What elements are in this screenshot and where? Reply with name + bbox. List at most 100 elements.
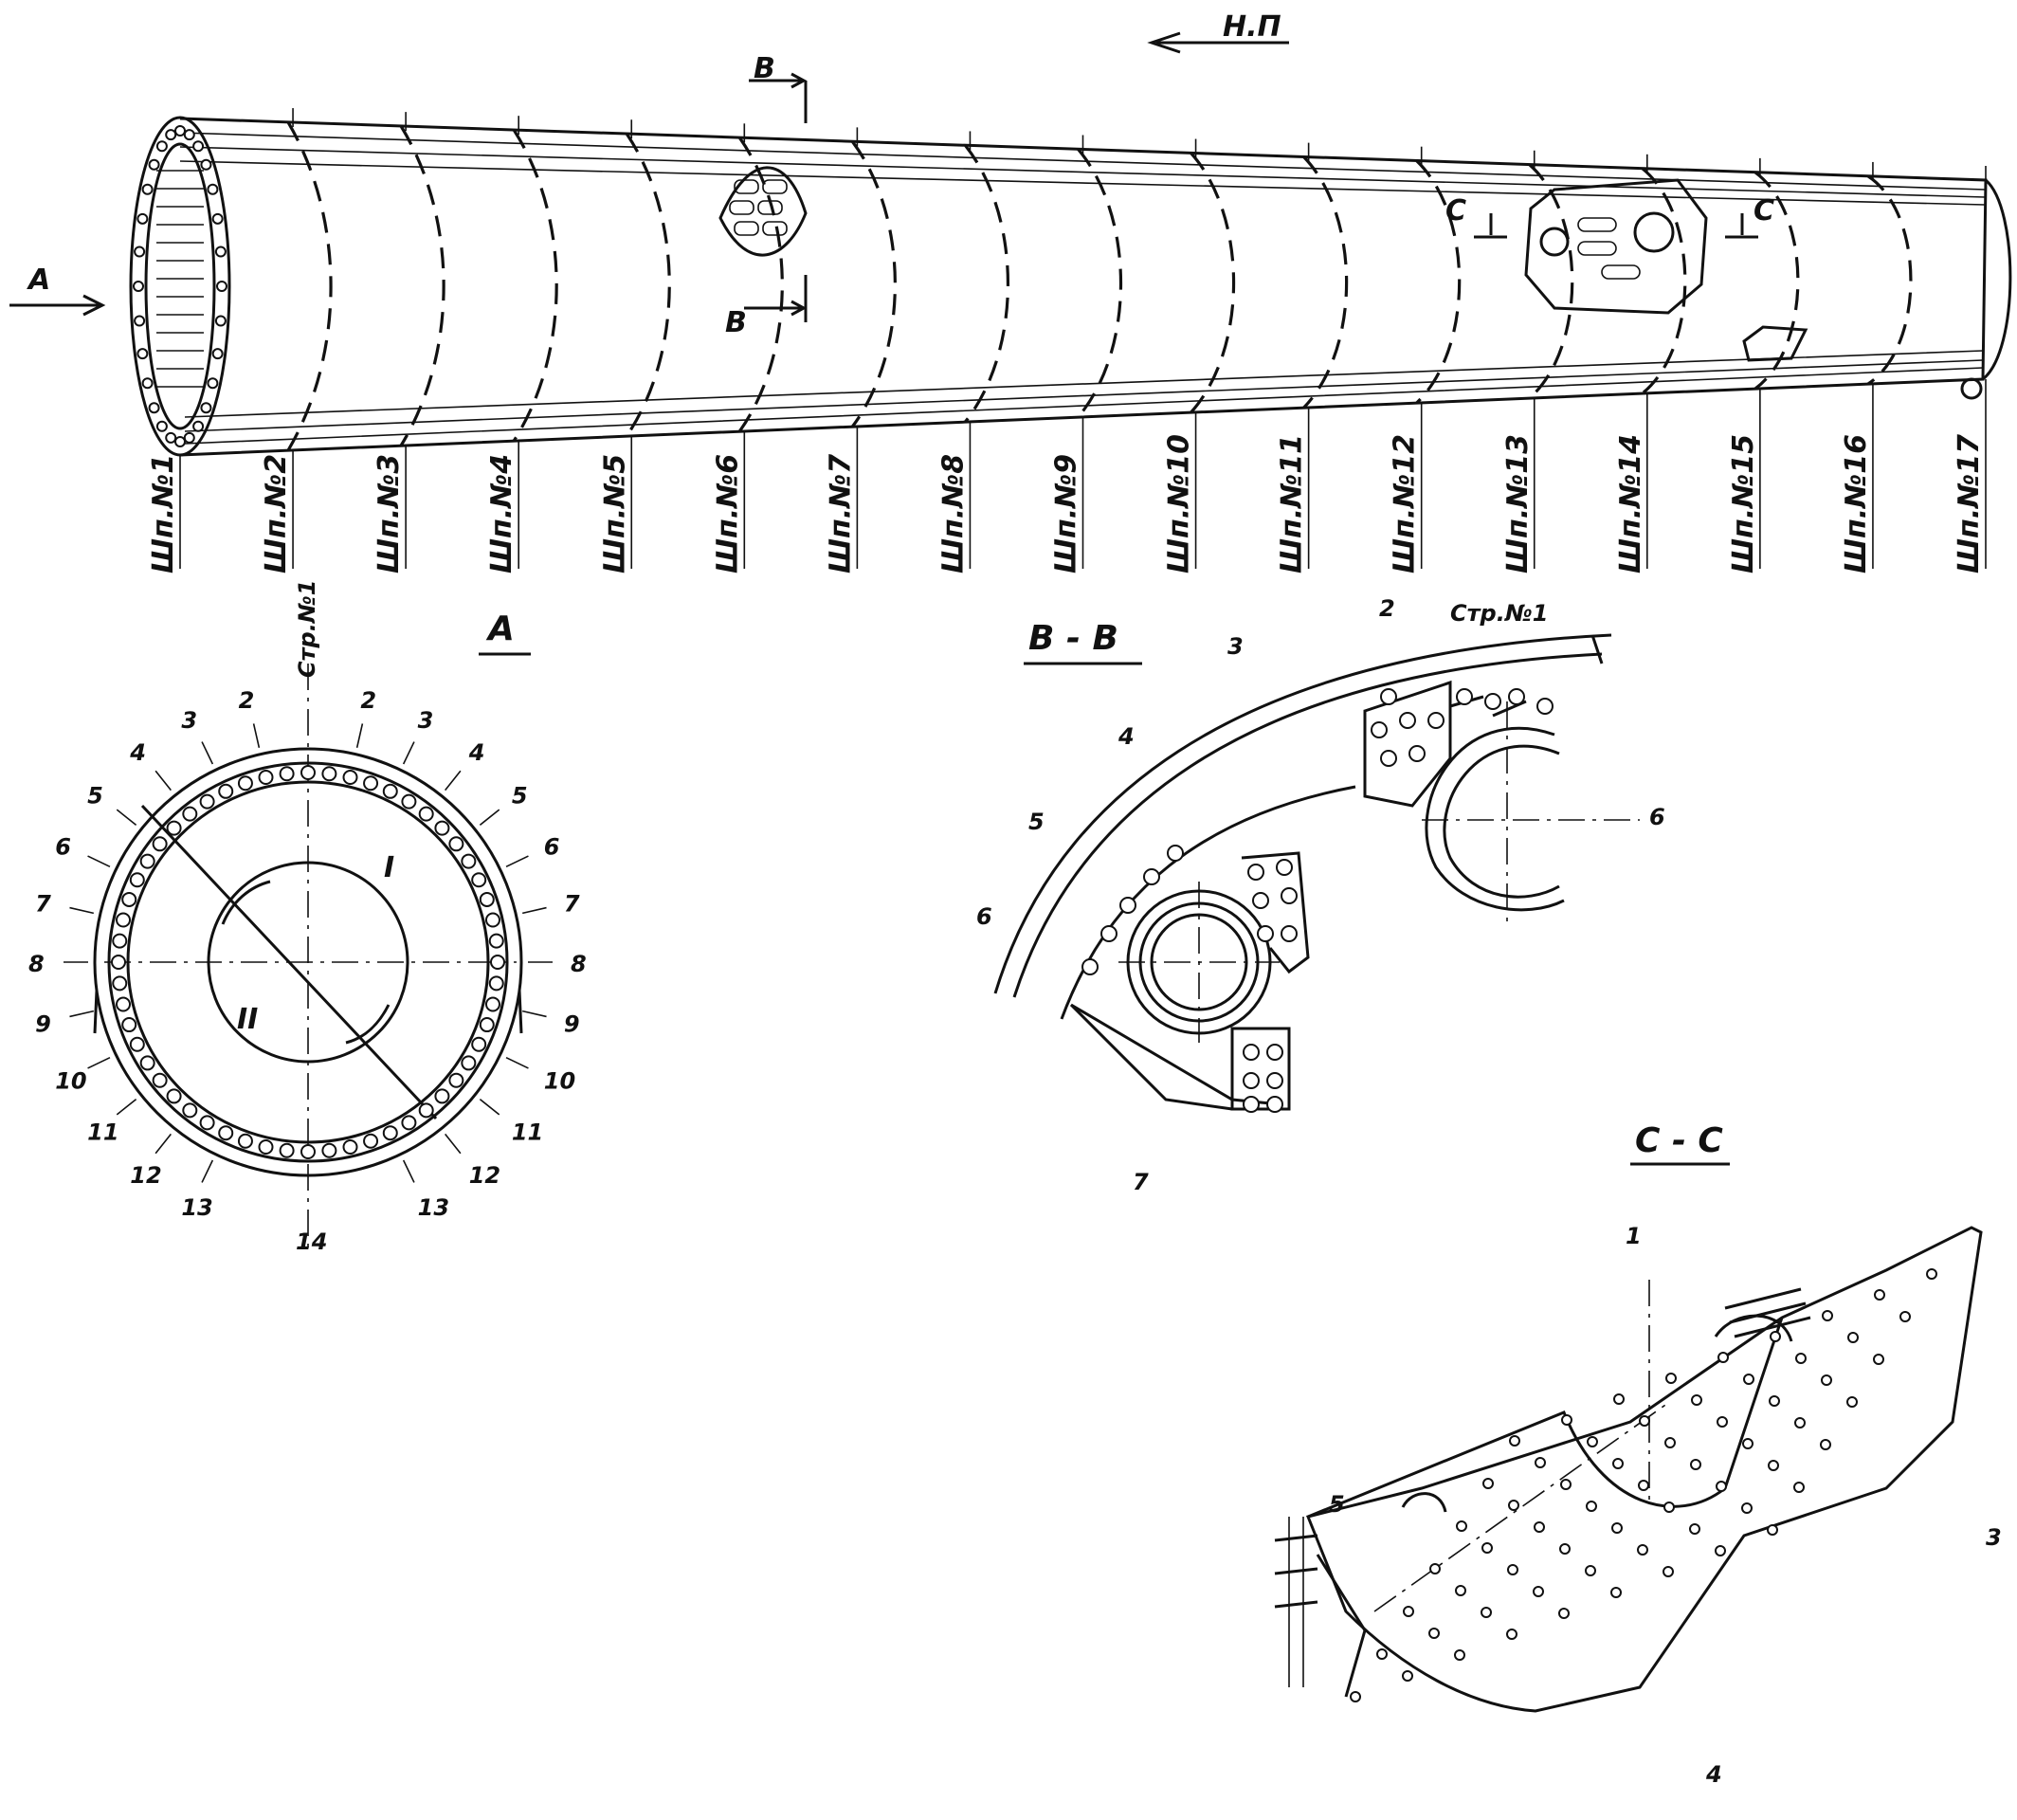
frame-number-leader bbox=[479, 809, 500, 826]
frame-rivet bbox=[484, 912, 500, 928]
frame-number-leader bbox=[69, 906, 94, 915]
bb-rivet bbox=[1380, 688, 1397, 705]
bb-rivet bbox=[1456, 688, 1473, 705]
bb-upper-bracket bbox=[1363, 680, 1452, 808]
cc-hole bbox=[1350, 1691, 1361, 1702]
view-a-stringer-label: Стр.№1 bbox=[294, 580, 320, 678]
bb-rivet bbox=[1100, 925, 1118, 942]
flange-hole bbox=[133, 281, 144, 292]
bb-lower-bracket bbox=[1230, 1027, 1291, 1111]
section-b-top-marker bbox=[749, 79, 808, 123]
bb-part-number: 6 bbox=[1649, 804, 1665, 830]
frame-rivet bbox=[448, 836, 464, 852]
frame-label-group: Шп.№9 bbox=[1050, 454, 1083, 573]
frame-rivet bbox=[321, 766, 337, 782]
bb-rivet bbox=[1247, 864, 1264, 881]
flange-hole bbox=[183, 431, 195, 444]
cc-small-lug bbox=[1401, 1492, 1447, 1513]
cc-hole bbox=[1638, 1480, 1649, 1491]
frame-rivet bbox=[461, 1055, 477, 1071]
frame-rivet bbox=[490, 955, 505, 970]
frame-rivet bbox=[342, 1138, 358, 1155]
frame-rivet bbox=[471, 1036, 487, 1052]
cutout-c bbox=[1524, 178, 1708, 315]
frame-rivet bbox=[218, 783, 234, 799]
frame-rivet bbox=[121, 891, 137, 907]
flange-hole bbox=[214, 315, 227, 327]
frame-rivet bbox=[166, 1088, 182, 1104]
frame-number: 11 bbox=[512, 1119, 543, 1146]
frame-number-bottom: 14 bbox=[296, 1228, 327, 1255]
cc-hole bbox=[1481, 1542, 1493, 1554]
direction-arrow: Н.П bbox=[1147, 10, 1289, 54]
flange-hole bbox=[165, 431, 177, 444]
frame-number-leader bbox=[69, 1010, 94, 1018]
cutout-b-slot bbox=[757, 200, 783, 215]
cutout-c-slot bbox=[1601, 264, 1641, 280]
cutout-b-slot bbox=[734, 221, 759, 236]
section-c-right-label: C bbox=[1754, 194, 1774, 228]
cc-hole bbox=[1509, 1435, 1520, 1447]
frame-arc bbox=[738, 136, 784, 432]
frame-rivet bbox=[129, 1036, 145, 1052]
flange-hole bbox=[214, 246, 227, 258]
frame-label-group: Шп.№3 bbox=[373, 454, 406, 573]
frame-label: Шп.№11 bbox=[1276, 434, 1309, 573]
spar-outline bbox=[179, 117, 1988, 457]
frame-rivet bbox=[300, 1144, 316, 1159]
frame-label: Шп.№12 bbox=[1389, 434, 1422, 573]
frame-arc bbox=[399, 125, 445, 446]
view-a-stringer-group: Стр.№1 bbox=[294, 580, 320, 678]
cc-hole bbox=[1456, 1520, 1467, 1532]
frame-arc bbox=[512, 129, 558, 442]
section-b-bottom-label: B bbox=[725, 306, 747, 339]
frame-rivet bbox=[471, 872, 487, 888]
frame-number: 4 bbox=[129, 739, 146, 766]
tail-lug bbox=[1960, 377, 1983, 400]
cc-hole bbox=[1428, 1628, 1440, 1639]
frame-label: Шп.№16 bbox=[1840, 434, 1873, 573]
rotation-arrow-lower bbox=[345, 1004, 391, 1045]
cc-hole bbox=[1664, 1437, 1676, 1448]
frame-label-group: Шп.№5 bbox=[598, 454, 631, 573]
section-b-bottom-marker bbox=[744, 275, 808, 322]
cc-hole bbox=[1611, 1522, 1623, 1534]
frame-rivet bbox=[152, 1072, 168, 1088]
flange-hole bbox=[174, 125, 186, 136]
frame-number-leader bbox=[87, 1056, 111, 1069]
bb-rivet bbox=[1508, 688, 1525, 705]
frame-label: Шп.№17 bbox=[1953, 434, 1986, 573]
frame-arc bbox=[1528, 163, 1574, 400]
cc-hole bbox=[1376, 1648, 1388, 1660]
cc-part-number: 4 bbox=[1705, 1761, 1722, 1788]
frame-number-leader bbox=[87, 855, 111, 868]
cc-hole bbox=[1535, 1457, 1546, 1468]
view-a-rivets bbox=[111, 765, 505, 1159]
bb-halfring-inner bbox=[1425, 726, 1565, 912]
frame-number: 6 bbox=[544, 833, 560, 860]
frame-rivet bbox=[479, 1017, 495, 1033]
frame-rivet bbox=[182, 806, 198, 822]
cc-hole bbox=[1716, 1481, 1727, 1492]
frame-label: Шп.№4 bbox=[485, 454, 518, 573]
flange-hole bbox=[141, 183, 154, 195]
section-b-markers: B B bbox=[725, 52, 808, 339]
frame-number: 4 bbox=[468, 739, 485, 766]
cc-hole bbox=[1558, 1608, 1570, 1619]
section-b-top-label: B bbox=[754, 52, 775, 85]
frame-rivet bbox=[166, 820, 182, 836]
view-a-centerlines bbox=[104, 664, 517, 1251]
frame-label: Шп.№7 bbox=[824, 454, 857, 573]
flange-hole bbox=[155, 420, 168, 432]
flange-hole bbox=[207, 183, 219, 195]
cc-hole bbox=[1663, 1566, 1674, 1577]
frame-arc bbox=[1754, 171, 1800, 391]
bb-rivets bbox=[1081, 688, 1554, 1113]
bb-rivet bbox=[1281, 887, 1298, 904]
frame-number-leader bbox=[154, 770, 172, 792]
frame-rivet bbox=[382, 783, 398, 799]
rotation-arrow-upper bbox=[221, 880, 271, 925]
bb-rivet bbox=[1371, 721, 1388, 738]
frame-number-leader bbox=[402, 741, 415, 765]
